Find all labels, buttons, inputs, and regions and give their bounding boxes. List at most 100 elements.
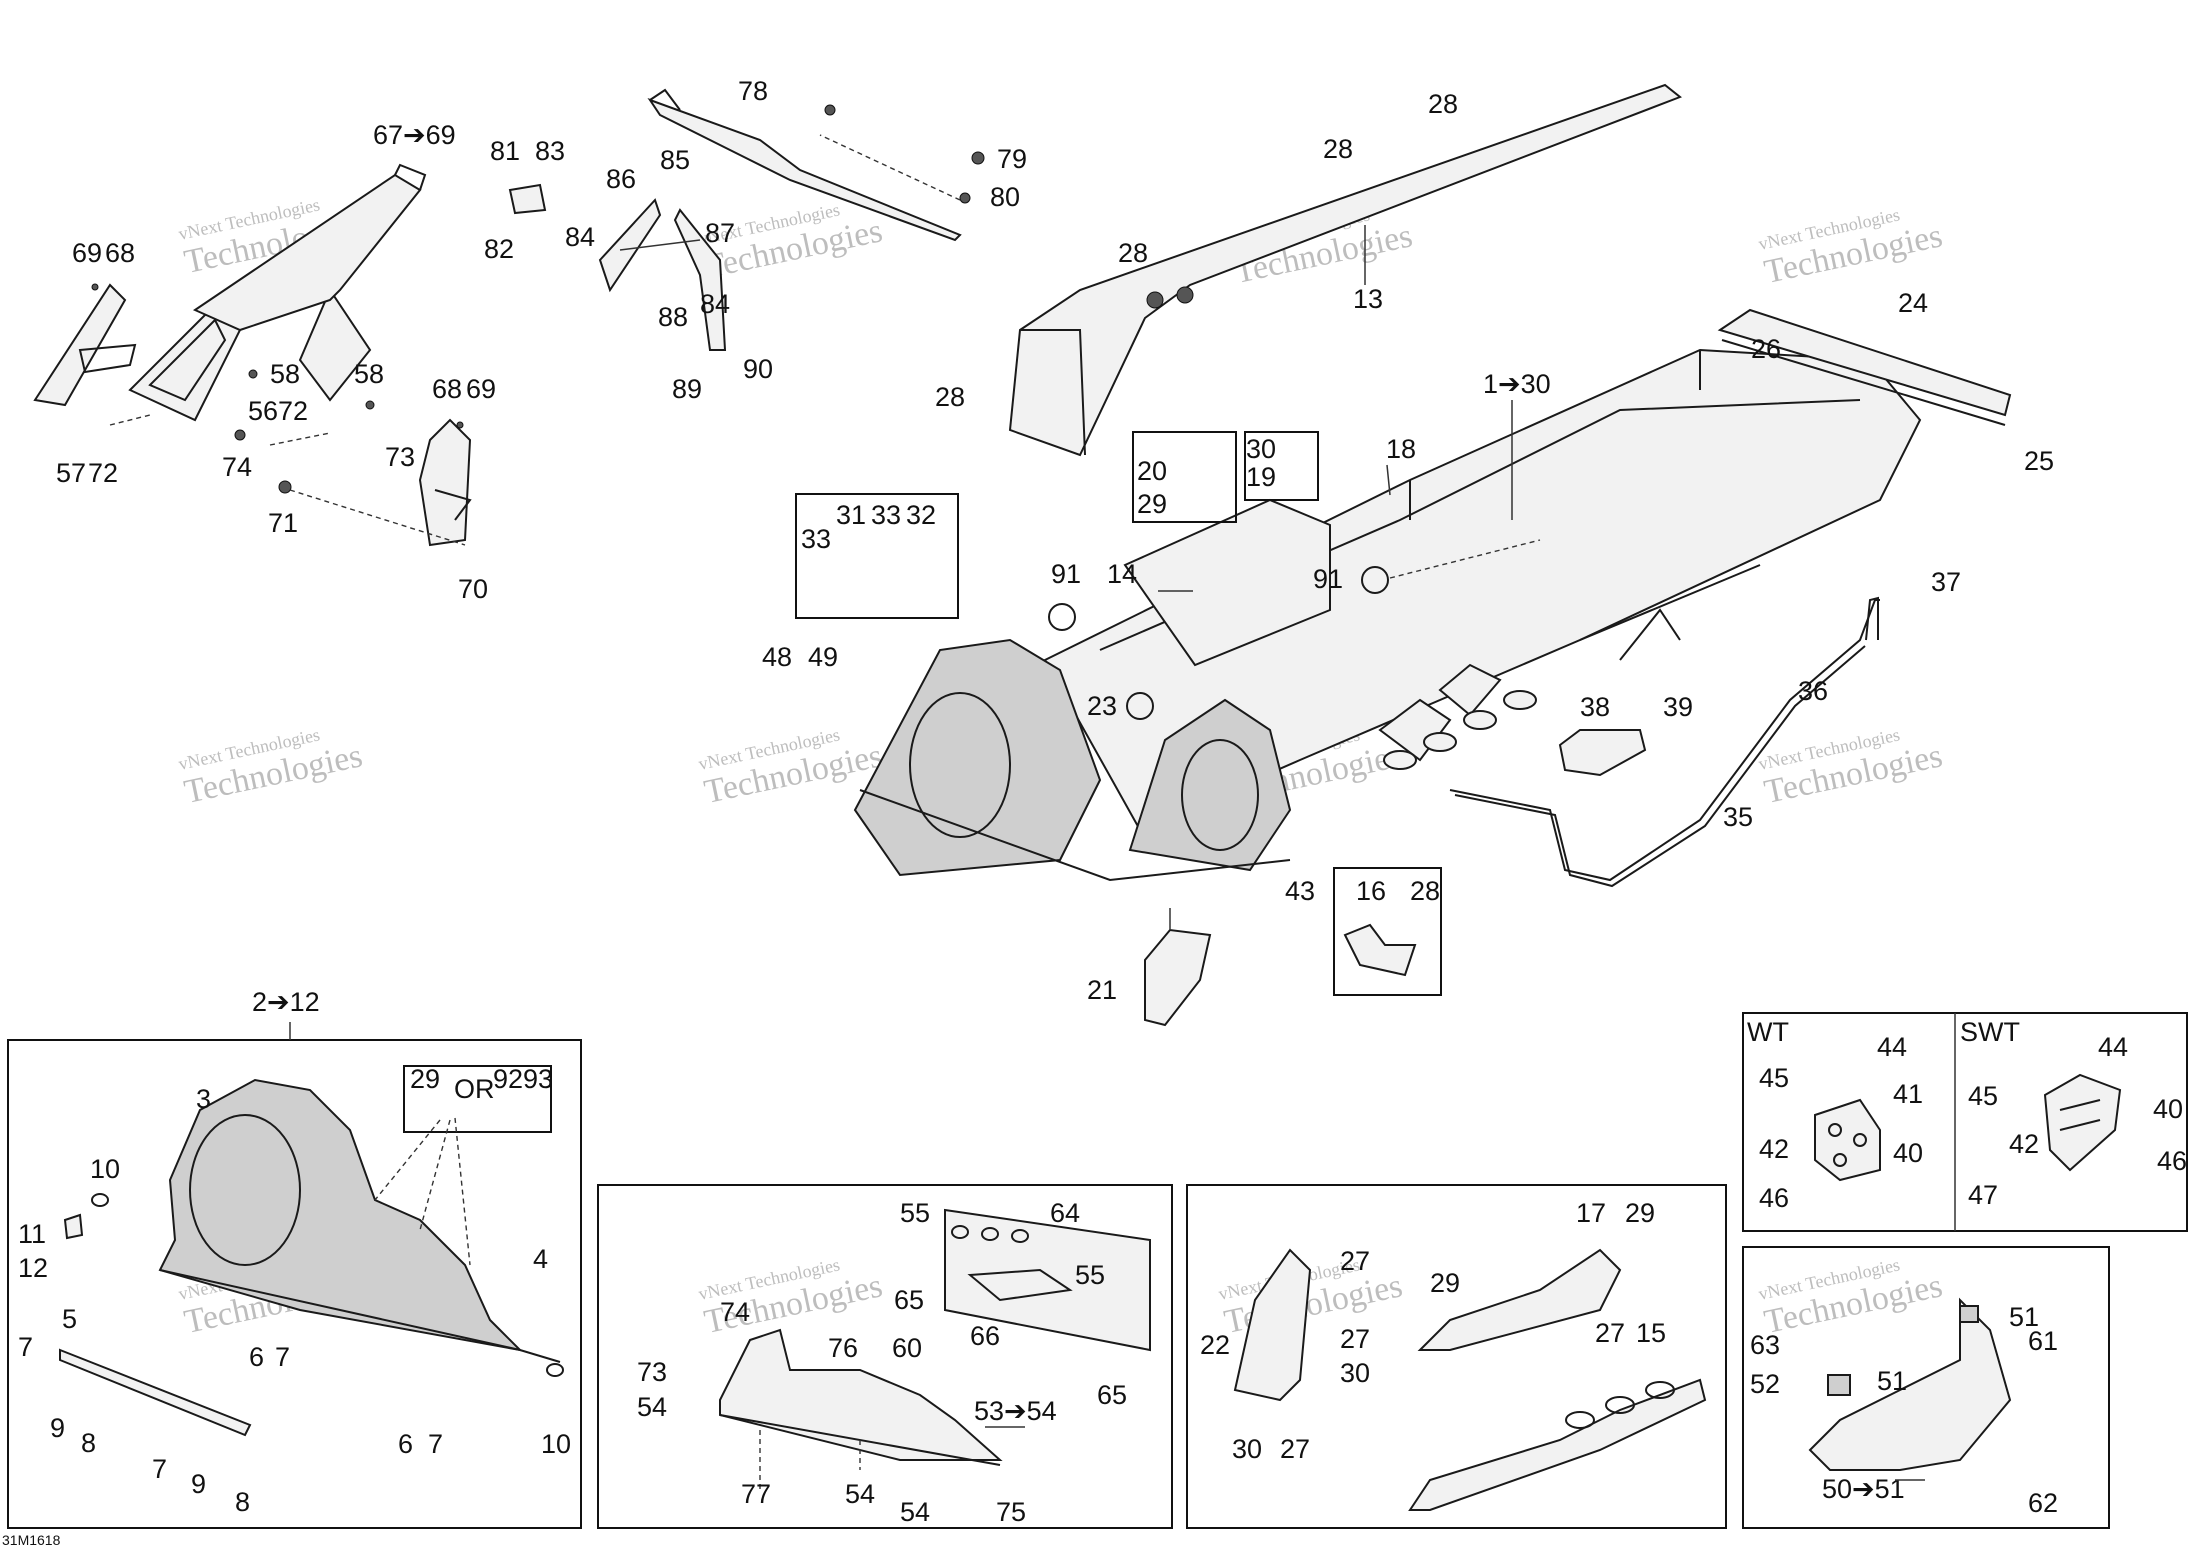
callout: 86 [606, 164, 636, 194]
callout: 15 [1636, 1318, 1666, 1348]
wt-swt-drawing [1814, 1073, 2122, 1182]
callout: 6 [249, 1342, 264, 1372]
callout: 29 [410, 1064, 440, 1094]
callout: 6 [398, 1429, 413, 1459]
side-panel-right [418, 418, 472, 547]
front-support-frame [33, 163, 472, 547]
bracket-81 [508, 183, 547, 215]
callout: 42 [1759, 1134, 1789, 1164]
callout: 29 [1625, 1198, 1655, 1228]
callout: 78 [738, 76, 768, 106]
callout: 5 [62, 1304, 77, 1334]
plate-64 [944, 1208, 1151, 1352]
callout: 92 [493, 1064, 523, 1094]
callout: 27 [1595, 1318, 1625, 1348]
callout: 18 [1386, 434, 1416, 464]
callout: 28 [1428, 89, 1458, 119]
inset-box-20-29 [1132, 431, 1237, 523]
callout: 58 [270, 359, 300, 389]
front-frame-drawing [59, 1078, 564, 1437]
group-label: 50➔51 [1822, 1474, 1905, 1504]
steering-brackets [508, 88, 985, 351]
panel-front-frame [7, 1039, 582, 1529]
callout: 74 [720, 1297, 750, 1327]
callout: 7 [428, 1429, 443, 1459]
callout: 45 [1759, 1063, 1789, 1093]
bracket-16 [1343, 923, 1417, 977]
tunnel-cover-panel [1008, 83, 1682, 457]
inset-box-31-33 [795, 493, 959, 619]
callout: 19 [1246, 462, 1276, 492]
callout: 28 [1410, 876, 1440, 906]
callout: 36 [1798, 676, 1828, 706]
callout: 90 [743, 354, 773, 384]
callout: 55 [1075, 1260, 1105, 1290]
inset-swt-label: SWT [1960, 1017, 2020, 1047]
callout: 63 [1750, 1330, 1780, 1360]
callout: 91 [1313, 564, 1343, 594]
callout: 22 [1200, 1330, 1230, 1360]
arm-84-right [673, 208, 727, 351]
callout: 66 [970, 1321, 1000, 1351]
callout: 89 [672, 374, 702, 404]
inset-box-16-28 [1333, 867, 1442, 996]
grommet-51 [1959, 1305, 1979, 1323]
callout: 30 [1246, 434, 1276, 464]
callout: 56 [248, 396, 278, 426]
callout: 17 [1576, 1198, 1606, 1228]
callout: 84 [700, 289, 730, 319]
callout: 30 [1340, 1358, 1370, 1388]
callout: 9 [50, 1413, 65, 1443]
callout: 10 [541, 1429, 571, 1459]
inset-box-92-93 [403, 1065, 552, 1133]
group-label: 67➔69 [373, 120, 456, 150]
main-chassis [853, 348, 1922, 882]
inset-box-19-30 [1244, 431, 1319, 501]
callout: 14 [1107, 559, 1137, 589]
front-bulkhead-left [853, 638, 1102, 877]
callout: 23 [1087, 691, 1117, 721]
callout: 48 [762, 642, 792, 672]
group-label: 1➔30 [1483, 369, 1551, 399]
callout: 35 [1723, 802, 1753, 832]
inset-wt-label: WT [1747, 1017, 1789, 1047]
callout: 62 [2028, 1488, 2058, 1518]
bracket-50 [1808, 1297, 2012, 1471]
callout: 85 [660, 145, 690, 175]
arm-84-left [598, 198, 662, 293]
callout: 72 [278, 396, 308, 426]
callout: 82 [484, 234, 514, 264]
footrest-support-drawing [719, 1208, 1151, 1490]
callout: 30 [1232, 1434, 1262, 1464]
callout: 37 [1931, 567, 1961, 597]
callout: 54 [637, 1392, 667, 1422]
callout: 27 [1340, 1324, 1370, 1354]
callout: 25 [2024, 446, 2054, 476]
callout: 51 [1877, 1366, 1907, 1396]
footrest-38 [1558, 729, 1647, 777]
side-reinforcements-drawing [1233, 1248, 1707, 1511]
callout: 49 [808, 642, 838, 672]
callout: 58 [354, 359, 384, 389]
callout: 31 [836, 500, 866, 530]
callout: 72 [88, 458, 118, 488]
callout: 29 [1137, 489, 1167, 519]
callout: 51 [2009, 1302, 2039, 1332]
callout: 61 [2028, 1326, 2058, 1356]
leader-lines [289, 225, 1925, 1481]
side-panel-left [33, 283, 127, 407]
callout: 77 [741, 1479, 771, 1509]
callout: 88 [658, 302, 688, 332]
callout: 40 [1893, 1138, 1923, 1168]
callout: 43 [1285, 876, 1315, 906]
callout: 39 [1663, 692, 1693, 722]
callout: 33 [871, 500, 901, 530]
callout: 28 [935, 382, 965, 412]
callout: 52 [1750, 1369, 1780, 1399]
callout: 73 [637, 1357, 667, 1387]
panel-rear-bracket [1742, 1246, 2110, 1529]
callout: 46 [2157, 1146, 2187, 1176]
callout: 87 [705, 218, 735, 248]
callout: 11 [18, 1219, 46, 1249]
inset-or-label: OR [454, 1074, 495, 1104]
